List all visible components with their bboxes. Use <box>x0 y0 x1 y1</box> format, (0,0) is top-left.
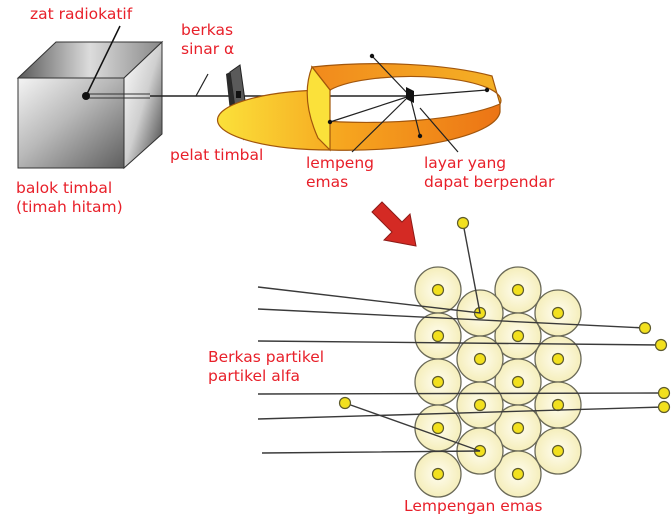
gold-foil <box>406 87 414 103</box>
gold-atom <box>414 312 462 360</box>
beam-pointer-line <box>195 73 209 97</box>
gold-atom <box>414 358 462 406</box>
foil-pointer-line <box>351 98 407 153</box>
source-pointer-line <box>85 25 121 97</box>
scattered-rays <box>329 55 488 137</box>
atom-nucleus <box>551 444 565 458</box>
screen-pointer-line <box>419 107 459 153</box>
label-gold-foil: lempeng emas <box>306 154 374 191</box>
alpha-path <box>257 222 481 314</box>
atom-nucleus <box>431 467 445 481</box>
atom-nucleus <box>473 352 487 366</box>
alpha-particle <box>654 338 668 352</box>
atom-nucleus <box>431 283 445 297</box>
atom-nucleus <box>431 329 445 343</box>
atom-nucleus <box>511 421 525 435</box>
zoom-arrow <box>371 201 417 247</box>
label-alpha-particle-beam: Berkas partikel partikel alfa <box>208 348 325 385</box>
alpha-particle <box>338 396 352 410</box>
alpha-particle-paths <box>257 216 671 454</box>
gold-atom <box>414 404 462 452</box>
label-fluorescent-screen: layar yang dapat berpendar <box>424 154 555 191</box>
atom-nucleus <box>431 375 445 389</box>
atom-nucleus <box>511 283 525 297</box>
atom-nucleus <box>473 398 487 412</box>
label-gold-sheet: Lempengan emas <box>404 497 543 515</box>
alpha-particle <box>657 400 671 414</box>
label-alpha-beam: berkas sinar α <box>181 21 235 58</box>
alpha-path <box>261 402 481 454</box>
atom-nucleus <box>511 329 525 343</box>
gold-atom <box>534 289 582 337</box>
alpha-path <box>257 406 665 420</box>
gold-atom <box>494 450 542 498</box>
gold-atom <box>456 335 504 383</box>
atom-nucleus <box>551 306 565 320</box>
alpha-particle <box>638 321 652 335</box>
atom-nucleus <box>551 398 565 412</box>
alpha-path <box>257 340 662 346</box>
label-radioactive-substance: zat radiokatif <box>30 5 133 23</box>
gold-atom <box>534 335 582 383</box>
gold-atom <box>494 266 542 314</box>
gold-atom <box>534 381 582 429</box>
label-lead-block: balok timbal (timah hitam) <box>16 179 123 216</box>
atom-nucleus <box>431 421 445 435</box>
atom-nucleus <box>551 352 565 366</box>
gold-atom <box>456 381 504 429</box>
gold-atom <box>414 450 462 498</box>
atom-nucleus <box>511 467 525 481</box>
gold-atoms <box>414 266 582 498</box>
lead-block <box>16 40 164 170</box>
alpha-particle <box>456 216 470 230</box>
fluorescent-screen <box>216 63 502 152</box>
gold-atom <box>534 427 582 475</box>
atom-nucleus <box>511 375 525 389</box>
alpha-path <box>257 392 665 395</box>
alpha-path <box>257 308 646 329</box>
alpha-particle <box>657 386 671 400</box>
label-lead-plate: pelat timbal <box>170 146 264 164</box>
